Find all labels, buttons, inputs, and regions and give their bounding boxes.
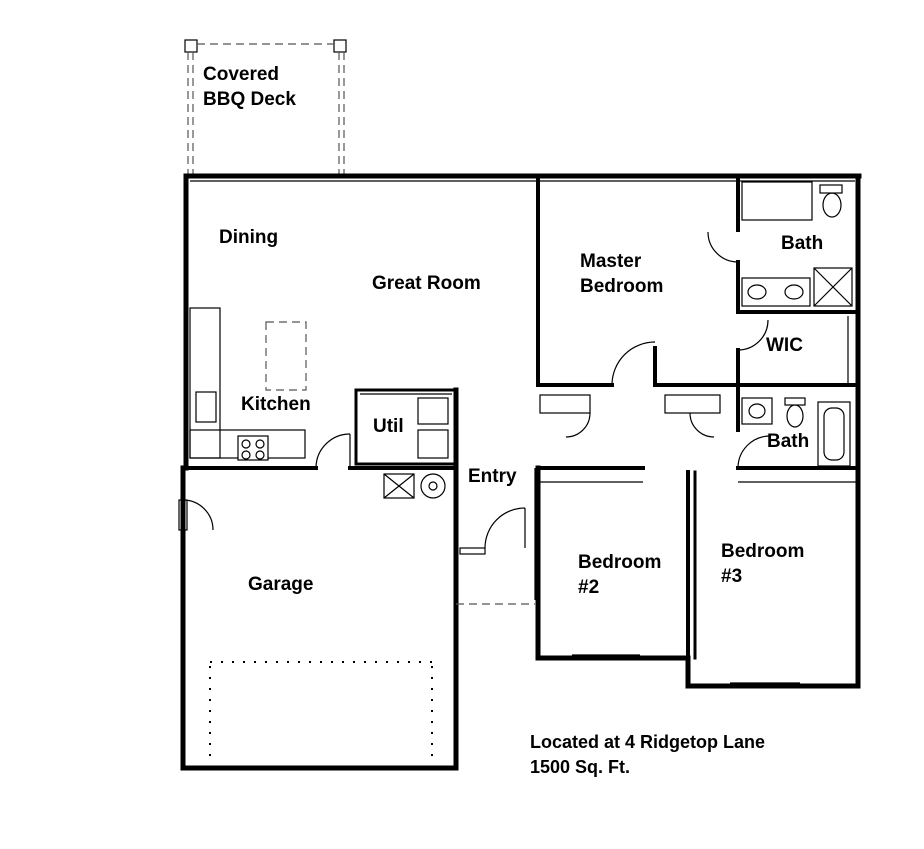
great-room-label: Great Room [372,273,481,294]
kitchen-label: Kitchen [241,394,311,415]
garage-label: Garage [248,574,314,595]
utility-fixtures [383,397,449,499]
deck-label: Covered BBQ Deck [203,64,296,110]
bath-fixtures [741,181,853,467]
deck-outline [184,39,347,175]
wic-label: WIC [766,335,803,356]
master-bedroom-label: Master Bedroom [580,251,664,297]
bedroom2-label: Bedroom #2 [578,552,662,598]
garage-door [209,661,433,760]
util-label: Util [373,416,404,437]
bedroom3-label: Bedroom #3 [721,541,805,587]
hall-bath-label: Bath [767,431,810,452]
kitchen-fixtures [189,307,307,461]
door-swings [178,231,771,555]
dining-label: Dining [219,227,279,248]
master-bath-label: Bath [781,233,824,254]
address-text: Located at 4 Ridgetop Lane [530,732,766,752]
entry-label: Entry [468,466,517,487]
interior-walls [184,174,860,660]
exterior-walls [180,173,862,771]
area-text: 1500 Sq. Ft. [530,757,631,777]
